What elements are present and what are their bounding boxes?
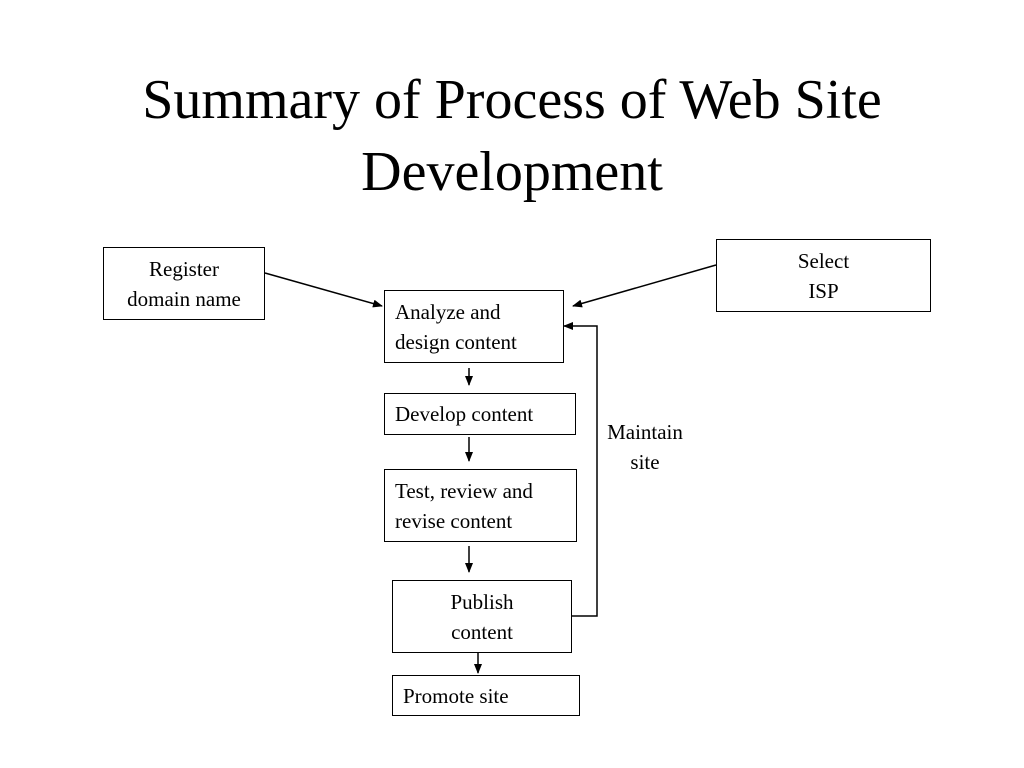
node-develop-content-line-1: Develop content <box>395 402 534 426</box>
slide-title-line-1: Summary of Process of Web Site <box>142 69 882 131</box>
slide-title: Summary of Process of Web Site Developme… <box>0 64 1024 208</box>
node-publish-content-line-2: content <box>451 620 513 644</box>
node-analyze-design-line-1: Analyze and <box>395 300 501 324</box>
node-analyze-design-line-2: design content <box>395 330 517 354</box>
node-promote-site-line-1: Promote site <box>403 684 509 708</box>
arrow-register-to-analyze <box>264 272 383 308</box>
node-promote-site: Promote site <box>392 675 580 716</box>
arrow-maintain-loop <box>563 322 598 617</box>
node-publish-content: Publish content <box>392 580 572 653</box>
node-publish-content-line-1: Publish <box>450 590 514 614</box>
node-test-review-line-2: revise content <box>395 509 513 533</box>
edge-label-maintain-site: Maintain site <box>594 417 696 477</box>
node-register-domain: Register domain name <box>103 247 265 320</box>
arrow-isp-to-analyze <box>572 264 717 308</box>
node-analyze-design: Analyze and design content <box>384 290 564 363</box>
node-select-isp-line-2: ISP <box>808 279 839 303</box>
node-select-isp-line-1: Select <box>797 249 850 273</box>
node-select-isp: Select ISP <box>716 239 931 312</box>
node-test-review: Test, review and revise content <box>384 469 577 542</box>
node-develop-content: Develop content <box>384 393 576 435</box>
slide-title-line-2: Development <box>361 141 663 203</box>
node-test-review-line-1: Test, review and <box>395 479 533 503</box>
edge-label-maintain-site-line-2: site <box>630 450 660 474</box>
node-register-domain-line-2: domain name <box>127 287 241 311</box>
edge-label-maintain-site-line-1: Maintain <box>607 420 683 444</box>
node-register-domain-line-1: Register <box>149 257 219 281</box>
